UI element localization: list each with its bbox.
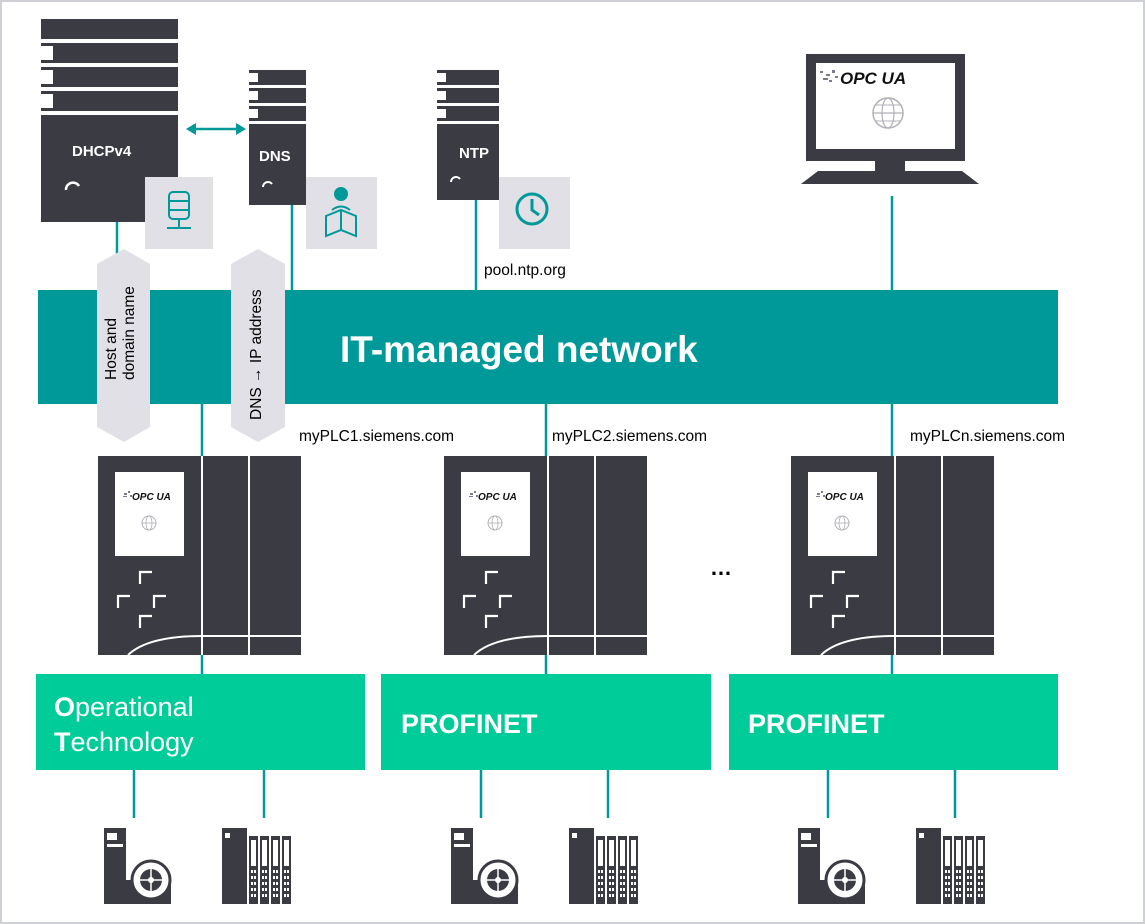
host-domain-arrow-label: Host and domain name (103, 286, 138, 380)
client-logo-noise (820, 70, 838, 82)
plc-status-icon (462, 570, 512, 628)
io-module-icon (222, 828, 291, 904)
it-network-band (38, 290, 1058, 404)
plc-layer: OPC UA OPC UA OPC UA (98, 456, 994, 656)
plc-opcua-logo: OPC UA (132, 492, 171, 503)
drive-motor-icon (451, 828, 519, 904)
profinet-zone-2-label: PROFINET (748, 709, 885, 739)
ntp-pool-label: pool.ntp.org (484, 262, 566, 279)
drive-motor-icon (798, 828, 866, 904)
profinet-zone-1-label: PROFINET (401, 709, 538, 739)
drive-motor-icon (104, 828, 172, 904)
plc-status-icon (809, 570, 859, 628)
dns-server (249, 70, 306, 205)
plc-3: OPC UA (791, 456, 994, 656)
book-reader-icon (306, 177, 377, 249)
plc-opcua-logo: OPC UA (478, 492, 517, 503)
clock-icon (499, 177, 570, 249)
dns-ip-arrow (231, 249, 285, 442)
dns-label: DNS (259, 148, 291, 165)
network-title: IT-managed network (340, 329, 698, 370)
ntp-server (437, 70, 499, 200)
io-module-icon (916, 828, 985, 904)
plc-opcua-logo: OPC UA (825, 492, 864, 503)
dns-ip-arrow-label: DNS → IP address (248, 289, 265, 420)
profinet-zone-2 (729, 674, 1058, 770)
client-opcua-logo: OPC UA (840, 69, 906, 88)
profinet-zone-1 (381, 674, 711, 770)
io-module-icon (569, 828, 638, 904)
plc-1: OPC UA (98, 456, 301, 656)
opc-ua-client-monitor (801, 54, 979, 184)
ot-zone (36, 674, 365, 770)
plc-status-icon (116, 570, 166, 628)
ot-zone-label: Operational Technology (54, 692, 194, 758)
ntp-label: NTP (459, 145, 489, 162)
plc-2: OPC UA (444, 456, 647, 656)
more-plcs-ellipsis: … (710, 555, 732, 580)
database-icon (145, 177, 213, 249)
connector-lines (115, 196, 957, 818)
dhcp-server (41, 19, 178, 222)
plc1-hostname: myPLC1.siemens.com (299, 428, 455, 445)
dhcp-label: DHCPv4 (72, 143, 132, 160)
bidirectional-arrow (186, 123, 246, 135)
device-layer (104, 828, 985, 904)
plcn-hostname: myPLCn.siemens.com (910, 428, 1066, 445)
plc2-hostname: myPLC2.siemens.com (552, 428, 708, 445)
host-domain-arrow (97, 249, 150, 442)
